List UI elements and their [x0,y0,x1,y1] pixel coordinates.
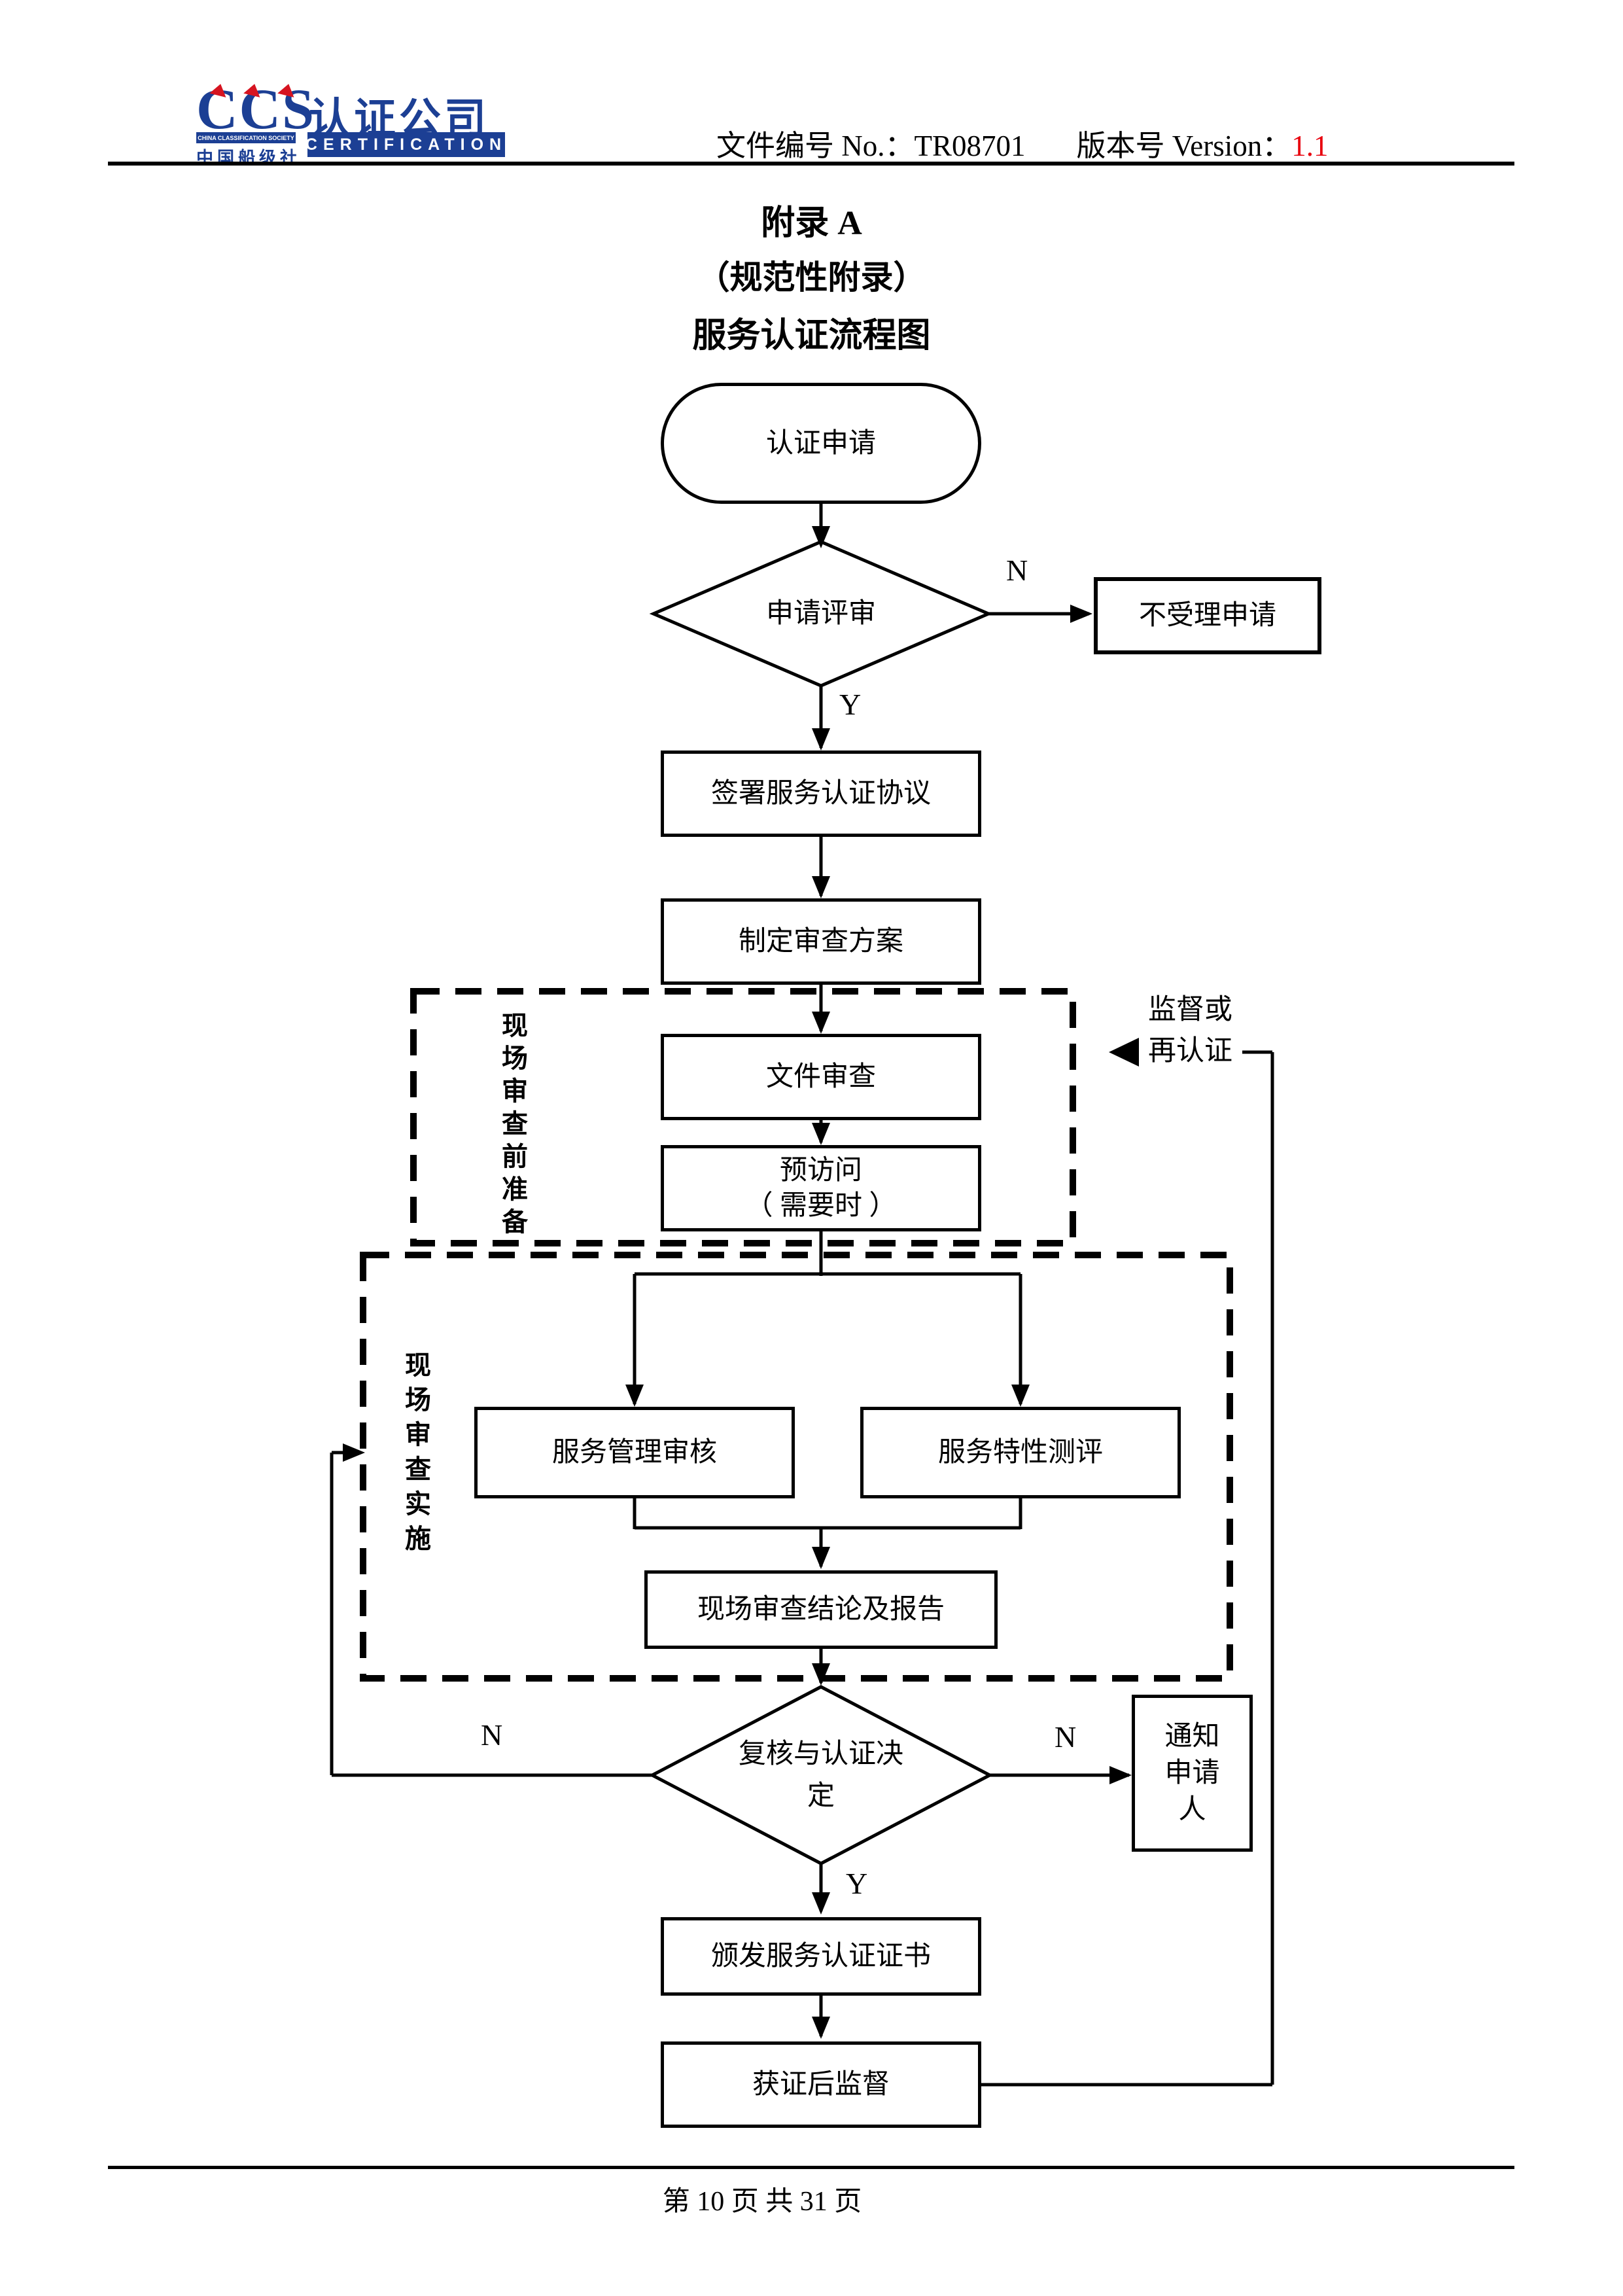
supervision-left-arrowhead [1109,1038,1139,1067]
decision-no-left-label: N [481,1718,503,1752]
node-previsit: 预访问 （ 需要时 ） [661,1145,981,1231]
flowchart-title: 服务认证流程图 [692,317,931,355]
node-certification-application: 认证申请 [661,383,981,504]
appendix-title: 附录 A [761,205,862,242]
appendix-subtitle: （规范性附录） [697,259,926,296]
pre-onsite-group-frame [410,988,1076,1246]
decision-diamonds [648,540,994,1865]
node-label: 签署服务认证协议 [710,779,931,809]
review-no-label: N [1006,554,1028,587]
footer-rule [108,2166,1514,2169]
page-number: 第 10 页 共 31 页 [662,2187,862,2217]
ccs-logo-text: CCS [196,78,316,141]
node-label: 通知 申请 人 [1164,1722,1220,1825]
node-characteristic-eval: 服务特性测评 [860,1407,1181,1498]
connector-lines [330,504,1274,2087]
node-label: 预访问 （ 需要时 ） [745,1156,897,1221]
node-label: 获证后监督 [752,2070,890,2100]
document-number-line: 文件编号 No.：TR08701 版本号 Version：1.1 [716,122,1329,164]
node-decision-label: 复核与认证决 定 [738,1739,903,1811]
company-logo: CCS 认证公司 CHINA CLASSIFICATION SOCIETY 中国… [196,78,602,168]
node-reject-application: 不受理申请 [1094,577,1321,654]
application-review-diamond [649,540,993,688]
node-document-review: 文件审查 [661,1034,981,1120]
version-label: 版本号 Version： [1076,130,1292,162]
node-notify-applicant: 通知 申请 人 [1132,1695,1253,1852]
node-label: 不受理申请 [1138,601,1276,631]
group-label-onsite-impl: 现场审查实施 [405,1351,431,1553]
group-label-pre-onsite: 现场审查前准备 [502,1011,528,1237]
node-label: 颁发服务认证证书 [710,1941,931,1971]
decision-no-right-label: N [1055,1720,1077,1754]
arrowheads [343,526,1139,2039]
logo-society-en-bar: CHINA CLASSIFICATION SOCIETY [196,132,296,143]
node-onsite-conclusion: 现场审查结论及报告 [644,1570,998,1649]
node-make-review-plan: 制定审查方案 [661,898,981,985]
node-label: 制定审查方案 [738,927,903,957]
doc-no-value: TR08701 [914,130,1026,162]
node-management-audit: 服务管理审核 [474,1407,795,1498]
node-sign-agreement: 签署服务认证协议 [661,751,981,837]
doc-no-label: 文件编号 No.： [716,130,915,162]
node-post-cert-supervision: 获证后监督 [661,2041,981,2128]
supervision-recert-annotation: 监督或 再认证 [1148,995,1232,1067]
node-label: 现场审查结论及报告 [697,1595,945,1625]
node-issue-certificate: 颁发服务认证证书 [661,1917,981,1996]
node-application-review-label: 申请评审 [765,599,876,629]
node-label: 服务特性测评 [937,1438,1103,1468]
decision-yes-label: Y [846,1867,868,1900]
node-label: 服务管理审核 [551,1438,717,1468]
node-label: 文件审查 [765,1062,876,1092]
onsite-impl-group-frame [360,1252,1233,1682]
version-value: 1.1 [1291,130,1329,162]
review-yes-label: Y [839,688,862,721]
node-label: 认证申请 [765,428,876,459]
decision-diamond [648,1685,994,1865]
header-rule [108,162,1514,166]
logo-certification-bar: CERTIFICATION [305,132,505,157]
group-frames [360,988,1233,1682]
